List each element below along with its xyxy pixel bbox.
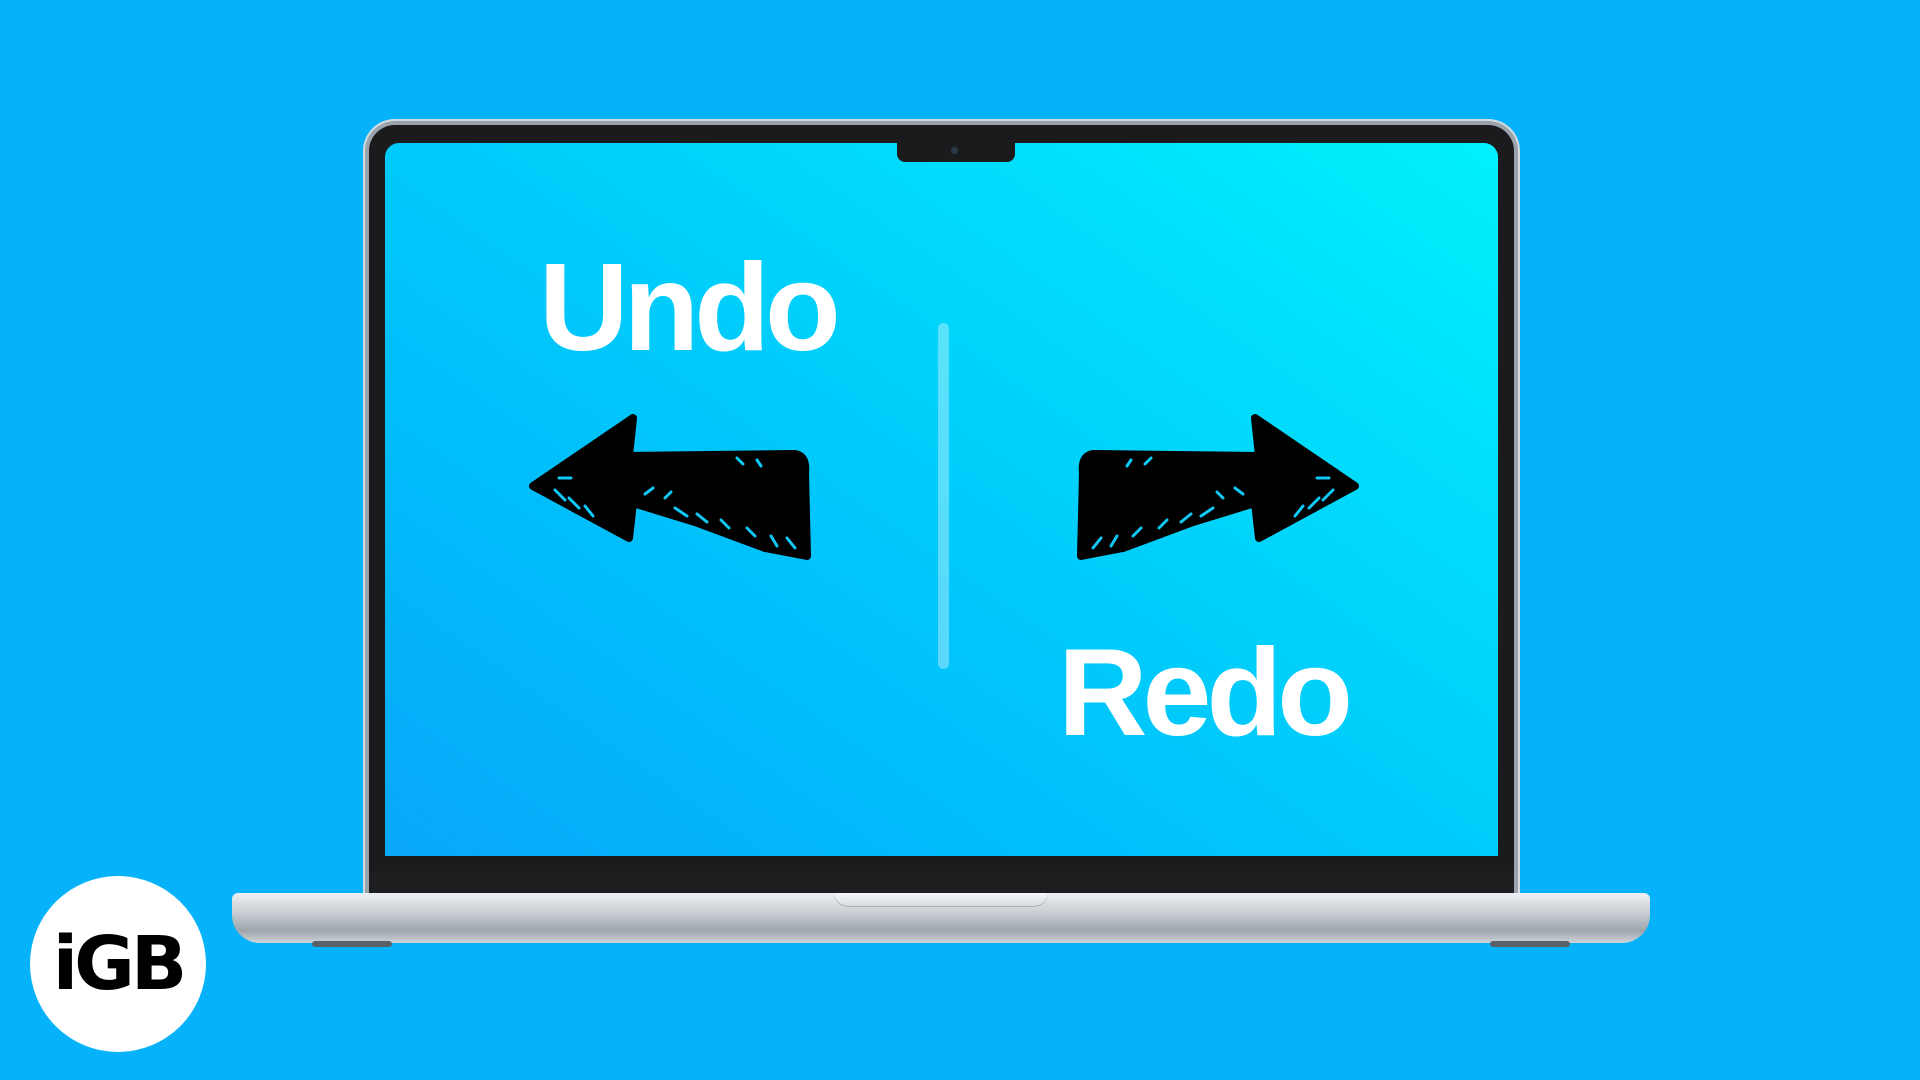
- camera-notch: [897, 143, 1015, 162]
- center-divider: [938, 323, 949, 669]
- laptop-base: [232, 893, 1650, 947]
- laptop-lid: Undo: [369, 125, 1514, 895]
- laptop-screen: Undo: [385, 143, 1498, 856]
- undo-label: Undo: [539, 239, 841, 377]
- laptop-foot-left: [312, 941, 392, 947]
- laptop-chin: [369, 871, 1514, 895]
- redo-arrow-icon: [1077, 414, 1359, 560]
- camera-icon: [951, 147, 958, 154]
- redo-label: Redo: [1058, 624, 1353, 762]
- igb-logo-text: iGB: [52, 921, 188, 1007]
- undo-arrow-icon: [529, 414, 811, 560]
- laptop-base-groove: [834, 893, 1048, 907]
- laptop-foot-right: [1490, 941, 1570, 947]
- igb-logo: iGB: [30, 876, 206, 1052]
